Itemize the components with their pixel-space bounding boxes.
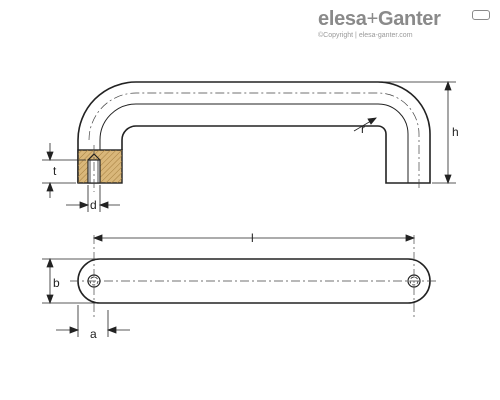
- handle-inner-contour: [99, 103, 409, 183]
- dimension-t: [42, 143, 86, 198]
- dimension-b: [42, 257, 96, 305]
- brand-left: elesa: [318, 8, 367, 30]
- dimension-r: [353, 117, 377, 132]
- dim-label-h: h: [452, 125, 459, 139]
- brand-logo: elesa+Ganter ©Copyright | elesa-ganter.c…: [318, 8, 494, 42]
- handle-outer-contour: [77, 81, 431, 184]
- dim-label-d: d: [90, 198, 97, 212]
- center-lines-plan: [70, 235, 438, 318]
- dim-label-l: l: [251, 231, 254, 245]
- side-view: [77, 81, 431, 184]
- dimension-d: [66, 185, 120, 212]
- copyright-text: ©Copyright | elesa-ganter.com: [318, 32, 413, 39]
- brand-plus: +: [366, 8, 379, 30]
- center-lines-side: [88, 92, 420, 192]
- section-hatch: [77, 149, 123, 184]
- brand-name: elesa+Ganter: [318, 8, 441, 31]
- brand-right: Ganter: [377, 8, 441, 30]
- dim-label-t: t: [53, 164, 57, 178]
- dimension-a: [56, 305, 130, 337]
- brand-badge-icon: [472, 10, 490, 20]
- dim-label-a: a: [90, 327, 97, 341]
- dimension-h: [382, 80, 456, 185]
- dimension-l: [92, 234, 416, 242]
- dim-label-b: b: [53, 276, 60, 290]
- dim-label-r: r: [361, 122, 365, 136]
